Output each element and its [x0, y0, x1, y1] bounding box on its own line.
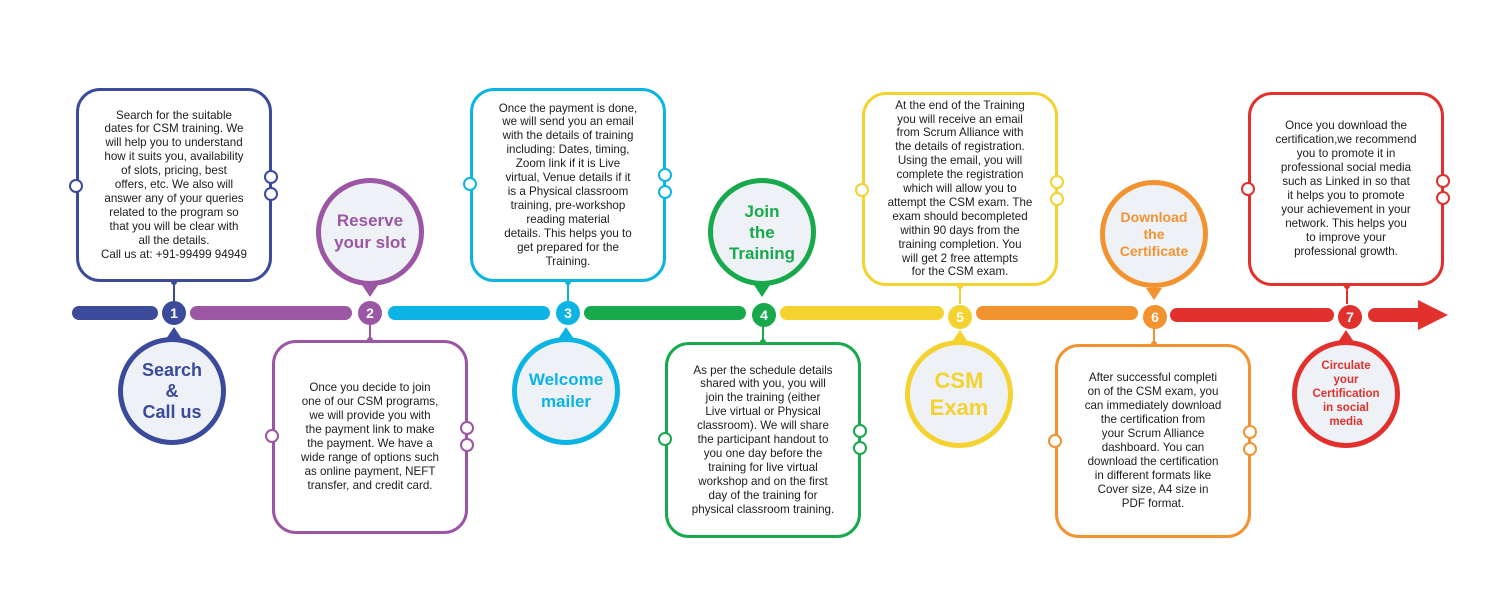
- timeline-segment-5: [780, 306, 944, 320]
- step-1-title-bubble: Search & Call us: [118, 337, 226, 445]
- step-3-right-connector-icon: [658, 168, 672, 182]
- step-3-right-connector-icon-2: [658, 185, 672, 199]
- step-7-right-connector-icon: [1436, 174, 1450, 188]
- step-6-stem: [1153, 328, 1155, 344]
- step-2-left-connector-icon: [265, 429, 279, 443]
- step-7-right-connector-icon-2: [1436, 191, 1450, 205]
- step-1-description-card: Search for the suitable dates for CSM tr…: [76, 88, 272, 282]
- step-4-title-bubble: Join the Training: [708, 178, 816, 286]
- step-1-bubble-pointer: [166, 327, 182, 339]
- step-4-stem: [762, 324, 764, 342]
- step-5-bubble-pointer: [952, 330, 968, 342]
- step-2-description-card: Once you decide to join one of our CSM p…: [272, 340, 468, 534]
- step-2-bubble-pointer: [362, 285, 378, 297]
- step-2-right-connector-icon-2: [460, 438, 474, 452]
- step-4-description-card: As per the schedule details shared with …: [665, 342, 861, 538]
- step-7-description: Once you download the certification,we r…: [1275, 119, 1417, 258]
- step-2-description: Once you decide to join one of our CSM p…: [301, 381, 439, 492]
- step-1-stem-dot: [171, 279, 177, 285]
- step-7-description-card: Once you download the certification,we r…: [1248, 92, 1444, 286]
- step-7-stem: [1346, 286, 1348, 304]
- timeline-segment-8: [1368, 308, 1420, 322]
- step-6-bubble-pointer: [1146, 288, 1162, 300]
- step-5-left-connector-icon: [855, 183, 869, 197]
- step-3-stem-dot: [565, 279, 571, 285]
- timeline-segment-4: [584, 306, 746, 320]
- step-2-title-bubble: Reserve your slot: [316, 178, 424, 286]
- step-3-number: 3: [556, 301, 580, 325]
- step-6-title: Download the Certificate: [1119, 208, 1189, 259]
- step-4-bubble-pointer: [754, 285, 770, 297]
- step-5-description: At the end of the Training you will rece…: [887, 98, 1033, 279]
- step-1-number: 1: [162, 301, 186, 325]
- step-1-left-connector-icon: [69, 179, 83, 193]
- step-5-title-bubble: CSM Exam: [905, 340, 1013, 448]
- step-5-stem-dot: [957, 283, 963, 289]
- step-3-stem: [567, 282, 569, 302]
- step-1-description: Search for the suitable dates for CSM tr…: [101, 108, 247, 261]
- step-4-right-connector-icon-2: [853, 441, 867, 455]
- step-5-right-connector-icon-2: [1050, 192, 1064, 206]
- step-1-stem: [173, 282, 175, 302]
- step-2-stem: [369, 324, 371, 340]
- timeline-segment-2: [190, 306, 352, 320]
- step-5-right-connector-icon: [1050, 175, 1064, 189]
- step-7-title-bubble: Circulate your Certification in social m…: [1292, 340, 1400, 448]
- step-3-description: Once the payment is done, we will send y…: [498, 101, 638, 268]
- step-5-description-card: At the end of the Training you will rece…: [862, 92, 1058, 286]
- step-5-stem: [959, 286, 961, 304]
- step-1-right-connector-icon: [264, 170, 278, 184]
- step-3-title: Welcome mailer: [528, 370, 604, 411]
- step-1-title: Search & Call us: [141, 359, 203, 422]
- step-6-number: 6: [1143, 305, 1167, 329]
- step-6-description: After successful completi on of the CSM …: [1084, 371, 1222, 510]
- step-7-stem-dot: [1344, 283, 1350, 289]
- step-4-title: Join the Training: [728, 201, 796, 263]
- step-3-left-connector-icon: [463, 177, 477, 191]
- step-4-left-connector-icon: [658, 432, 672, 446]
- step-3-description-card: Once the payment is done, we will send y…: [470, 88, 666, 282]
- step-1-right-connector-icon-2: [264, 187, 278, 201]
- step-2-right-connector-icon: [460, 421, 474, 435]
- step-5-number: 5: [948, 305, 972, 329]
- step-7-bubble-pointer: [1338, 330, 1354, 342]
- step-3-title-bubble: Welcome mailer: [512, 337, 620, 445]
- step-3-bubble-pointer: [558, 327, 574, 339]
- timeline-segment-6: [976, 306, 1138, 320]
- step-6-right-connector-icon-2: [1243, 442, 1257, 456]
- timeline-segment-3: [388, 306, 550, 320]
- step-7-number: 7: [1338, 305, 1362, 329]
- timeline-segment-1: [72, 306, 158, 320]
- step-6-title-bubble: Download the Certificate: [1100, 180, 1208, 288]
- step-6-description-card: After successful completi on of the CSM …: [1055, 344, 1251, 538]
- timeline-arrowhead-icon: [1418, 300, 1448, 330]
- step-7-left-connector-icon: [1241, 182, 1255, 196]
- step-4-description: As per the schedule details shared with …: [691, 363, 835, 516]
- step-4-right-connector-icon: [853, 424, 867, 438]
- step-2-title: Reserve your slot: [334, 211, 406, 252]
- step-6-right-connector-icon: [1243, 425, 1257, 439]
- step-7-title: Circulate your Certification in social m…: [1312, 360, 1380, 428]
- timeline-segment-7: [1170, 308, 1334, 322]
- step-5-title: CSM Exam: [929, 368, 989, 420]
- step-4-number: 4: [752, 303, 776, 327]
- step-2-number: 2: [358, 301, 382, 325]
- step-6-left-connector-icon: [1048, 434, 1062, 448]
